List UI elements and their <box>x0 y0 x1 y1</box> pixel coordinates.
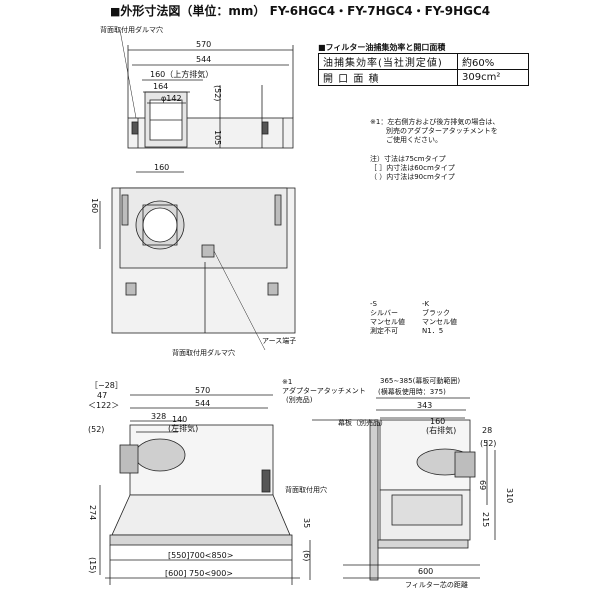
top-view <box>119 29 294 149</box>
spec-label: 開 口 面 積 <box>318 69 458 86</box>
side-view-dim-69: 69 <box>478 480 487 491</box>
side-view-dim-343: 343 <box>417 401 433 410</box>
note-sizes: 注）寸法は75cmタイプ ［ ］内寸法は60cmタイプ （ ）内寸法は90cmタ… <box>370 155 455 182</box>
top-view-rear-hole-label: 背面取付用ダルマ穴 <box>100 26 163 34</box>
adapter-line: アダプターアタッチメント <box>282 387 366 395</box>
plan-view <box>99 171 296 351</box>
plan-view-dim-160h: 160 <box>90 198 99 214</box>
note-line: 注）寸法は75cmタイプ <box>370 155 446 163</box>
color-line: ブラック <box>422 309 450 317</box>
top-view-dim-164: 164 <box>153 82 169 91</box>
front-view-dim-bracket2: 47 <box>97 391 108 400</box>
side-view-dim-6: (6) <box>302 550 311 562</box>
note-line: ご使用ください。 <box>386 136 442 144</box>
side-view-dim-160-note: (右排気) <box>426 426 457 435</box>
front-view-rear-hole-label: 背面取付用穴 <box>285 486 327 494</box>
spec-value: 約60% <box>457 53 529 70</box>
color-line: マンセル値 <box>422 318 457 326</box>
spec-table-title: ■フィルター油捕集効率と開口面積 <box>318 43 446 52</box>
front-view-dim-140: 140 <box>172 415 188 424</box>
front-view-dim-15: (15) <box>88 557 97 574</box>
color-line: シルバー <box>370 309 398 317</box>
note-line: ［ ］内寸法は60cmタイプ <box>370 164 455 172</box>
front-view-adapter-note: ※1 アダプターアタッチメント (別売品) <box>282 378 366 405</box>
note-line: （ ）内寸法は90cmタイプ <box>370 173 455 181</box>
plan-view-dim-160w: 160 <box>154 163 170 172</box>
plan-view-rear-hole-label: 背面取付用ダルマ穴 <box>172 349 235 357</box>
front-view-dim-bracket3: ＜122＞ <box>88 401 120 410</box>
top-view-rear-hole-right <box>261 121 269 135</box>
side-view-dim-310: 310 <box>505 488 514 504</box>
plan-view-earth-terminal <box>201 244 215 258</box>
top-view-dim-105: 105 <box>213 130 222 146</box>
spec-table: 油捕集効率(当社測定値) 約60% 開 口 面 積 309cm² <box>318 53 529 86</box>
side-view-dim-35: 35 <box>302 518 311 529</box>
front-view-duct <box>134 438 186 472</box>
side-view-wall <box>369 419 379 581</box>
spec-value: 309cm² <box>457 69 529 86</box>
top-view-dim-52: (52) <box>213 85 222 102</box>
top-view-dim-544: 544 <box>196 55 212 64</box>
top-view-dim-phi142: φ142 <box>161 94 182 103</box>
color-line: -K <box>422 300 430 308</box>
side-view-dim-28: 28 <box>482 426 493 435</box>
front-view-dim-750: [600] 750<900> <box>165 569 233 578</box>
color-col-2: -K ブラック マンセル値 N1．5 <box>422 300 457 336</box>
note-adapter: ※1：左右側方および後方排気の場合は、 別売のアダプターアタッチメントを ご使用… <box>370 118 499 145</box>
front-view-dim-274: 274 <box>88 505 97 521</box>
color-col-1: -S シルバー マンセル値 測定不可 <box>370 300 405 336</box>
side-view-front-panel <box>377 539 469 549</box>
table-row: 開 口 面 積 309cm² <box>318 69 529 86</box>
front-view-hood-body <box>111 494 291 536</box>
table-row: 油捕集効率(当社測定値) 約60% <box>318 53 529 70</box>
front-view-dim-52: (52) <box>88 425 105 434</box>
top-view-dim-570: 570 <box>196 40 212 49</box>
color-line: 測定不可 <box>370 327 398 335</box>
title-label: 外形寸法図（単位：mm） <box>120 4 266 18</box>
color-line: -S <box>370 300 377 308</box>
side-view-dim-52: (52) <box>480 439 497 448</box>
adapter-line: ※1 <box>282 378 293 386</box>
front-view-dim-328: 328 <box>151 412 167 421</box>
adapter-line: (別売品) <box>286 396 313 404</box>
color-line: マンセル値 <box>370 318 405 326</box>
note-line: ※1：左右側方および後方排気の場合は、 <box>370 118 500 126</box>
plan-view-duct-inner <box>142 207 178 243</box>
side-view-dim-600: 600 <box>418 567 434 576</box>
front-view-dim-bracket1: ［−28］ <box>90 381 123 390</box>
front-view <box>99 394 300 585</box>
front-view-dim-140-note: (左排気) <box>168 424 199 433</box>
front-view-dim-570: 570 <box>195 386 211 395</box>
side-view-dim-215: 215 <box>481 512 490 528</box>
top-view-dim-160: 160（上方排気） <box>150 70 214 79</box>
note-line: 別売のアダプターアタッチメントを <box>386 127 498 135</box>
title-models: FY-6HGC4・FY-7HGC4・FY-9HGC4 <box>269 4 491 18</box>
plan-view-earth-label: アース端子 <box>262 337 297 345</box>
color-line: N1．5 <box>422 327 444 335</box>
side-view-filter-label: フィルター芯の距離 <box>405 581 468 589</box>
front-view-dim-544: 544 <box>195 399 211 408</box>
side-view-range-label: 365∼385(幕板可動範囲) <box>380 377 461 385</box>
side-view-panel-label: 幕板（別売品） <box>338 419 387 427</box>
side-view-dim-160: 160 <box>430 417 446 426</box>
front-view-dim-700: [550]700<850> <box>168 551 234 560</box>
front-view-front-panel <box>109 534 293 546</box>
top-view-rear-hole-left <box>131 121 139 135</box>
spec-label: 油捕集効率(当社測定値) <box>318 53 458 70</box>
title-marker: ■ <box>110 5 121 18</box>
side-view <box>309 397 496 581</box>
side-view-range-note: (横幕板使用時：375) <box>378 388 446 396</box>
page-title: ■外形寸法図（単位：mm） FY-6HGC4・FY-7HGC4・FY-9HGC4 <box>110 2 490 19</box>
